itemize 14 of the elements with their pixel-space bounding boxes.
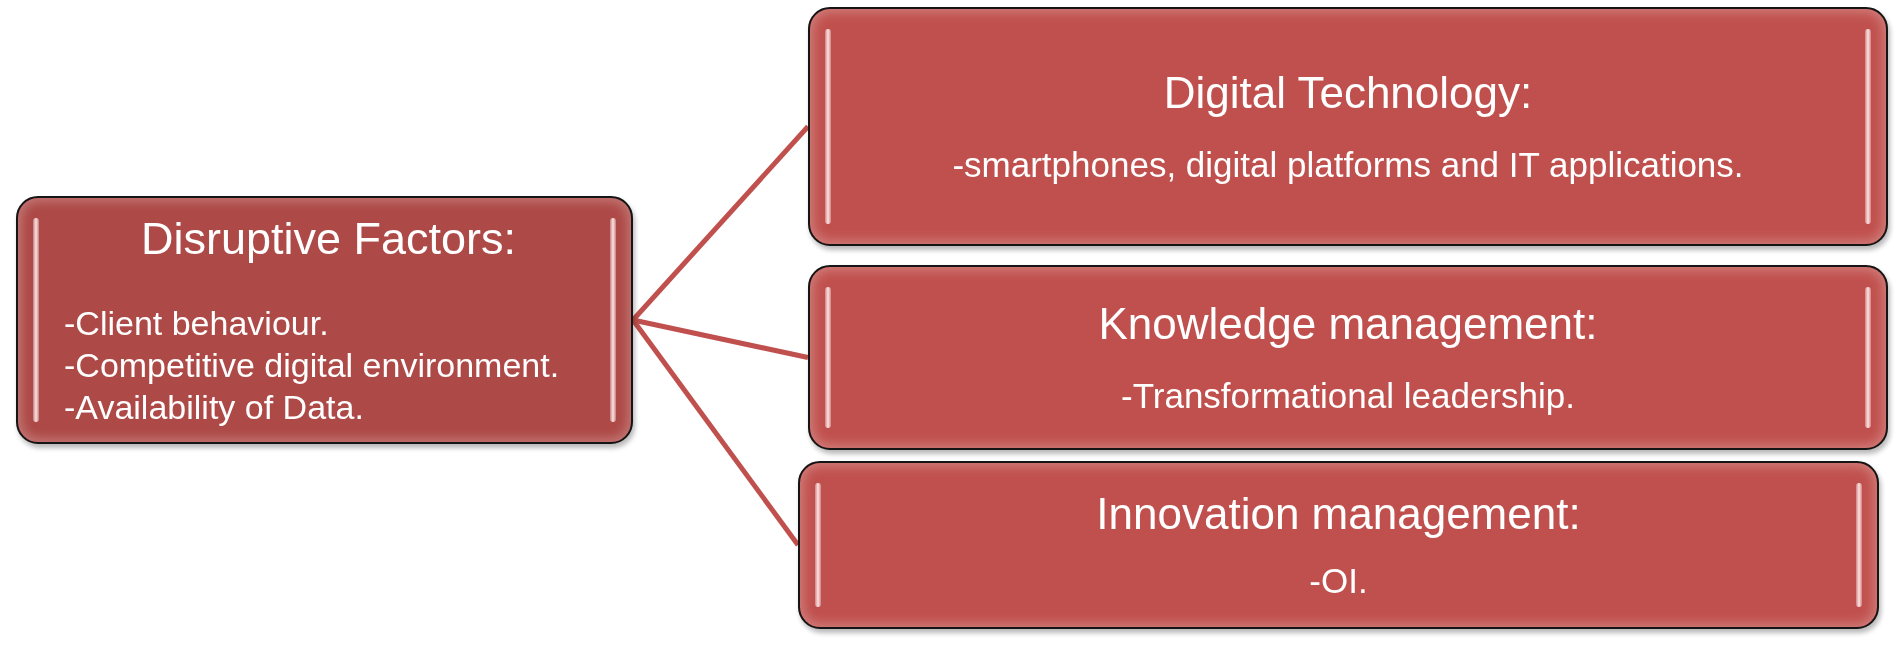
box-text: -smartphones, digital platforms and IT applications. <box>952 143 1744 186</box>
process-box <box>808 7 1888 246</box>
box-text: -Availability of Data. <box>64 387 364 428</box>
process-box <box>798 461 1879 629</box>
box-heading: Disruptive Factors: <box>140 212 517 266</box>
box-text: -Transformational leadership. <box>1121 374 1575 417</box>
box-text: -Client behaviour. <box>64 303 329 344</box>
box-heading: Knowledge management: <box>1098 298 1598 351</box>
box-text: -OI. <box>1309 560 1368 603</box>
box-text: -Competitive digital environment. <box>64 345 560 386</box>
process-box <box>808 265 1888 450</box>
process-box <box>16 196 633 444</box>
box-heading: Digital Technology: <box>1163 67 1533 120</box>
box-heading: Innovation management: <box>1096 487 1581 540</box>
